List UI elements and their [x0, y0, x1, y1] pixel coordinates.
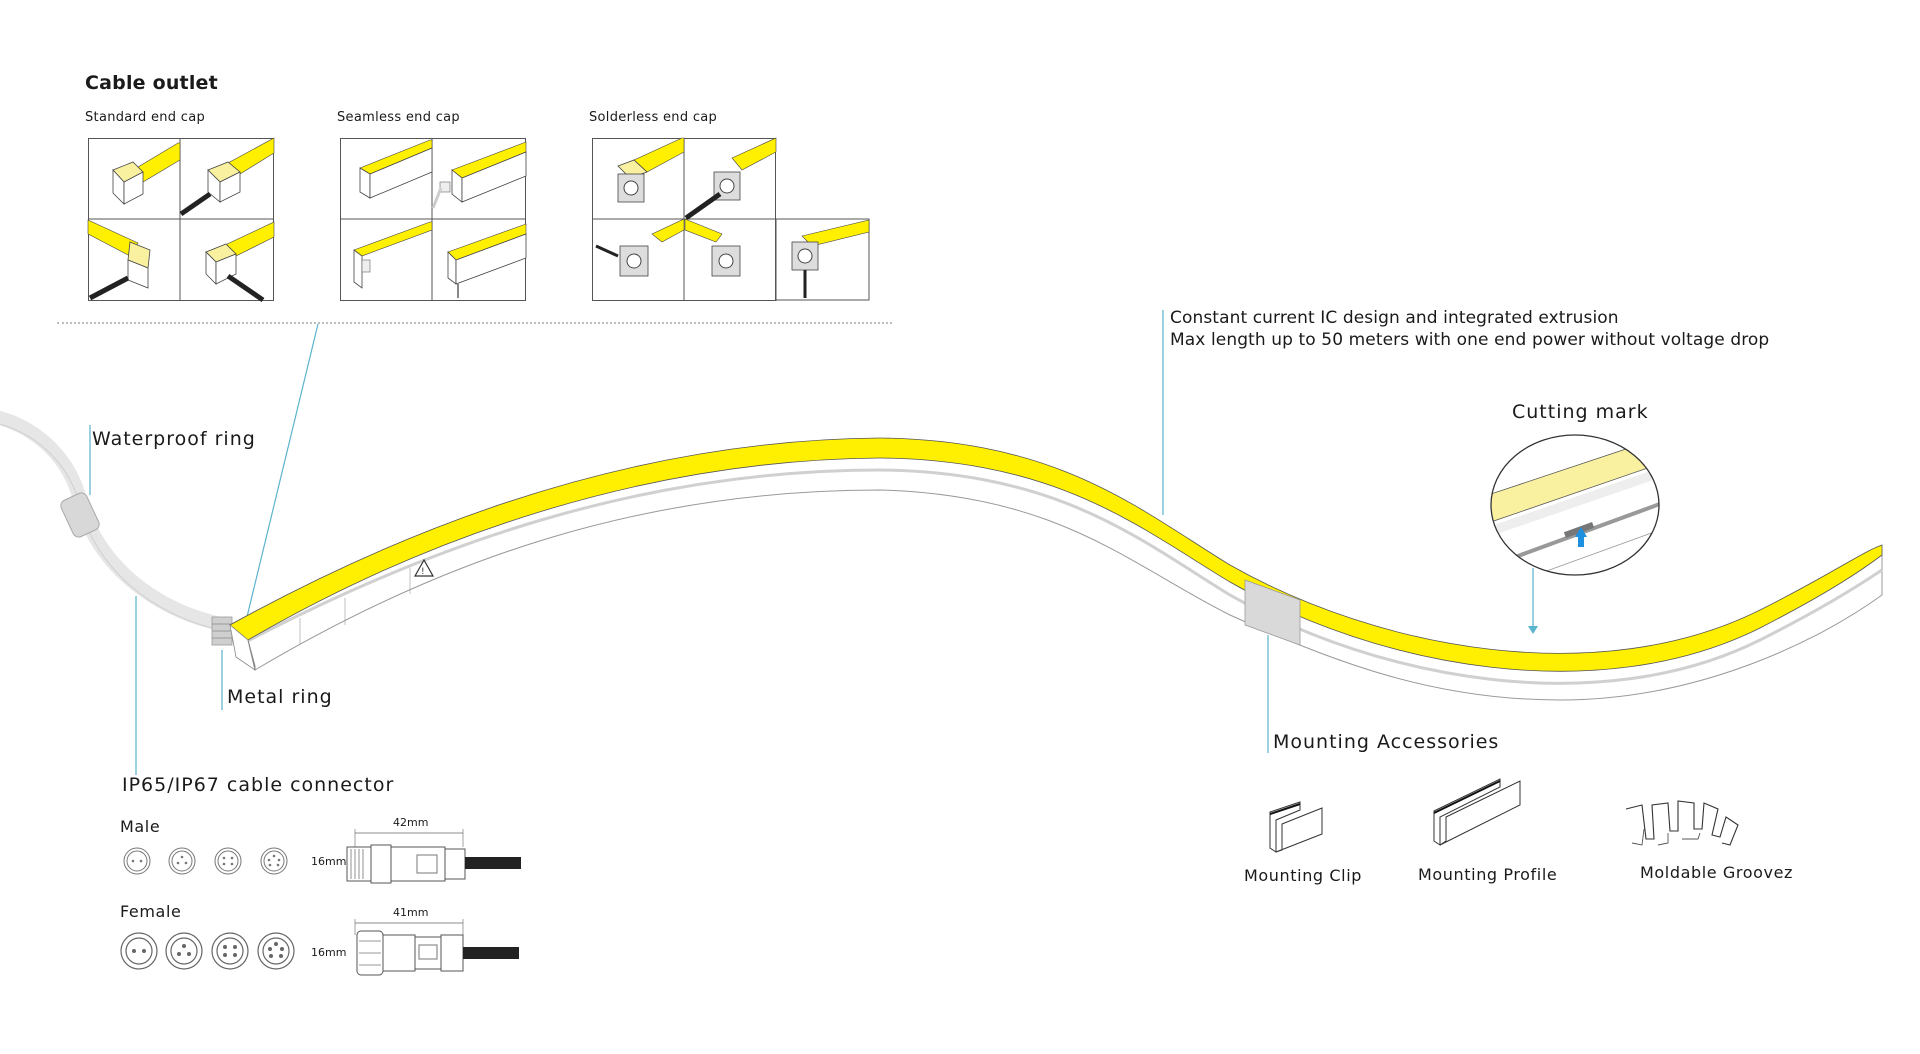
male-pin-variants — [123, 847, 288, 875]
cutting-arrow-icon — [1575, 527, 1587, 537]
metal-ring-label: Metal ring — [227, 686, 333, 708]
callout-lines — [89, 310, 1534, 775]
male-length-dim: 42mm — [393, 816, 429, 829]
female-label: Female — [120, 902, 182, 921]
female-length-dim: 41mm — [393, 906, 429, 919]
male-connector-icon — [346, 829, 521, 884]
svg-text:!: ! — [421, 567, 425, 577]
mounting-profile-label: Mounting Profile — [1418, 865, 1558, 884]
warning-icon — [413, 558, 435, 577]
standard-end-cap-label: Standard end cap — [85, 110, 206, 125]
standard-end-cap-illustration — [87, 137, 275, 303]
section-divider — [57, 322, 892, 324]
mounting-clip-icon — [1269, 801, 1323, 853]
cutting-mark-magnifier — [1490, 434, 1660, 576]
male-diameter-dim: 16mm — [311, 855, 347, 868]
solderless-end-cap-label: Solderless end cap — [589, 110, 718, 125]
feature-line-2: Max length up to 50 meters with one end … — [1170, 330, 1770, 350]
female-pin-variants — [120, 932, 295, 970]
mounting-profile-icon — [1433, 778, 1521, 846]
seamless-end-cap-illustration — [340, 138, 527, 301]
cutting-mark-label: Cutting mark — [1512, 401, 1649, 423]
moldable-groove-icon — [1625, 800, 1739, 846]
feature-line-1: Constant current IC design and integrate… — [1170, 308, 1619, 328]
cable-outlet-title: Cable outlet — [85, 72, 218, 94]
mounting-clip-label: Mounting Clip — [1244, 866, 1362, 885]
male-label: Male — [120, 817, 161, 836]
female-connector-icon — [354, 919, 519, 976]
solderless-end-cap-illustration — [592, 137, 870, 301]
cable-connector-label: IP65/IP67 cable connector — [122, 774, 395, 796]
waterproof-ring-label: Waterproof ring — [92, 428, 256, 450]
moldable-groove-label: Moldable Groovez — [1640, 863, 1794, 882]
mounting-accessories-label: Mounting Accessories — [1273, 731, 1500, 753]
female-diameter-dim: 16mm — [311, 946, 347, 959]
seamless-end-cap-label: Seamless end cap — [337, 110, 460, 125]
